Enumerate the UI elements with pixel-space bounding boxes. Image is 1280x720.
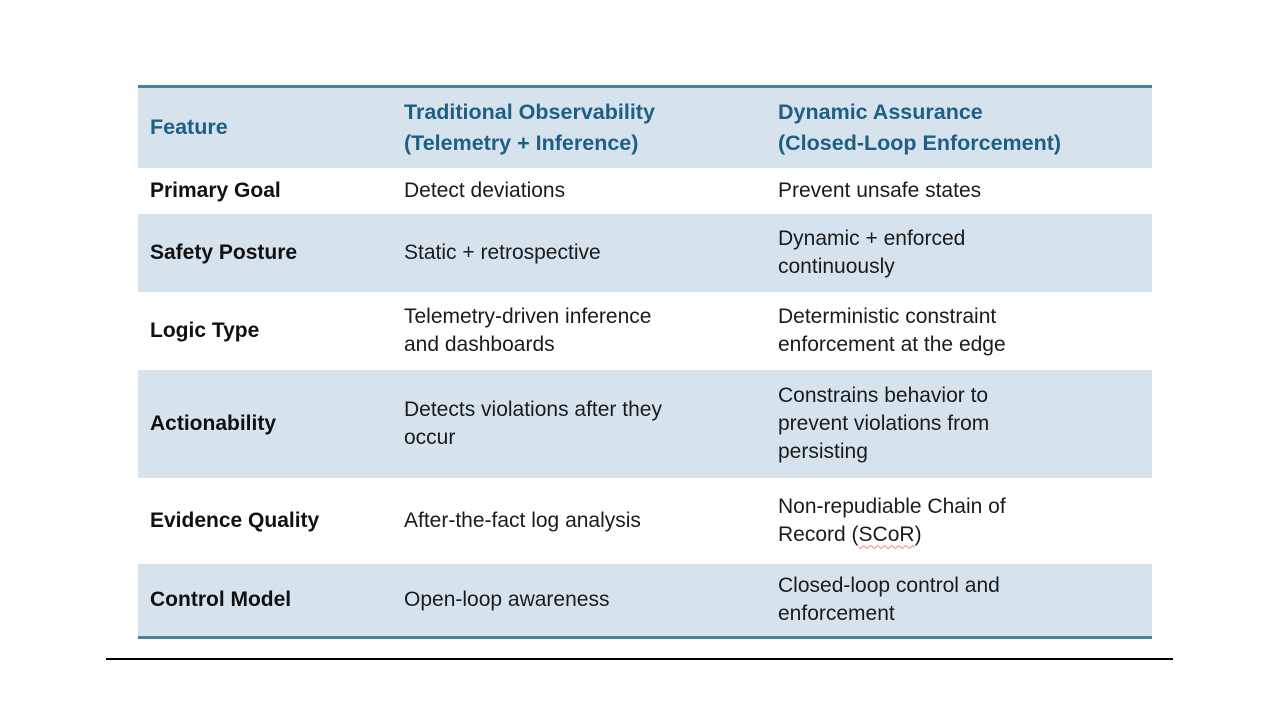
table-row: Evidence Quality After-the-fact log anal… xyxy=(138,477,1152,564)
header-cell-feature: Feature xyxy=(138,86,392,168)
table-cell-dynamic: Non-repudiable Chain of Record (SCoR) xyxy=(766,477,1152,564)
comparison-table-container: Feature Traditional Observability (Telem… xyxy=(138,85,1152,639)
table-cell-traditional: After-the-fact log analysis xyxy=(392,477,766,564)
table-cell-dynamic: Prevent unsafe states xyxy=(766,167,1152,214)
table-cell-dynamic: Constrains behavior to prevent violation… xyxy=(766,369,1152,478)
table-cell-dynamic: Deterministic constraint enforcement at … xyxy=(766,291,1152,370)
table-row: Control Model Open-loop awareness Closed… xyxy=(138,563,1152,638)
table-row: Logic Type Telemetry-driven inference an… xyxy=(138,291,1152,370)
row-header-cell: Control Model xyxy=(138,563,392,638)
table-cell-traditional: Detect deviations xyxy=(392,167,766,214)
row-header-cell: Safety Posture xyxy=(138,213,392,292)
bottom-divider-line xyxy=(106,658,1173,660)
table-cell-traditional: Detects violations after they occur xyxy=(392,369,766,478)
comparison-table: Feature Traditional Observability (Telem… xyxy=(138,85,1152,639)
table-cell-dynamic: Dynamic + enforced continuously xyxy=(766,213,1152,292)
header-cell-dynamic-assurance: Dynamic Assurance (Closed-Loop Enforceme… xyxy=(766,86,1152,168)
row-header-cell: Logic Type xyxy=(138,291,392,370)
table-row: Safety Posture Static + retrospective Dy… xyxy=(138,213,1152,292)
table-cell-traditional: Static + retrospective xyxy=(392,213,766,292)
table-header-row: Feature Traditional Observability (Telem… xyxy=(138,86,1152,168)
row-header-cell: Actionability xyxy=(138,369,392,478)
row-header-cell: Evidence Quality xyxy=(138,477,392,564)
table-cell-traditional: Telemetry-driven inference and dashboard… xyxy=(392,291,766,370)
row-header-cell: Primary Goal xyxy=(138,167,392,214)
header-cell-traditional-observability: Traditional Observability (Telemetry + I… xyxy=(392,86,766,168)
table-row: Actionability Detects violations after t… xyxy=(138,369,1152,478)
table-cell-dynamic: Closed-loop control and enforcement xyxy=(766,563,1152,638)
table-row: Primary Goal Detect deviations Prevent u… xyxy=(138,167,1152,214)
table-cell-traditional: Open-loop awareness xyxy=(392,563,766,638)
spellcheck-underline: SCoR xyxy=(858,522,915,546)
